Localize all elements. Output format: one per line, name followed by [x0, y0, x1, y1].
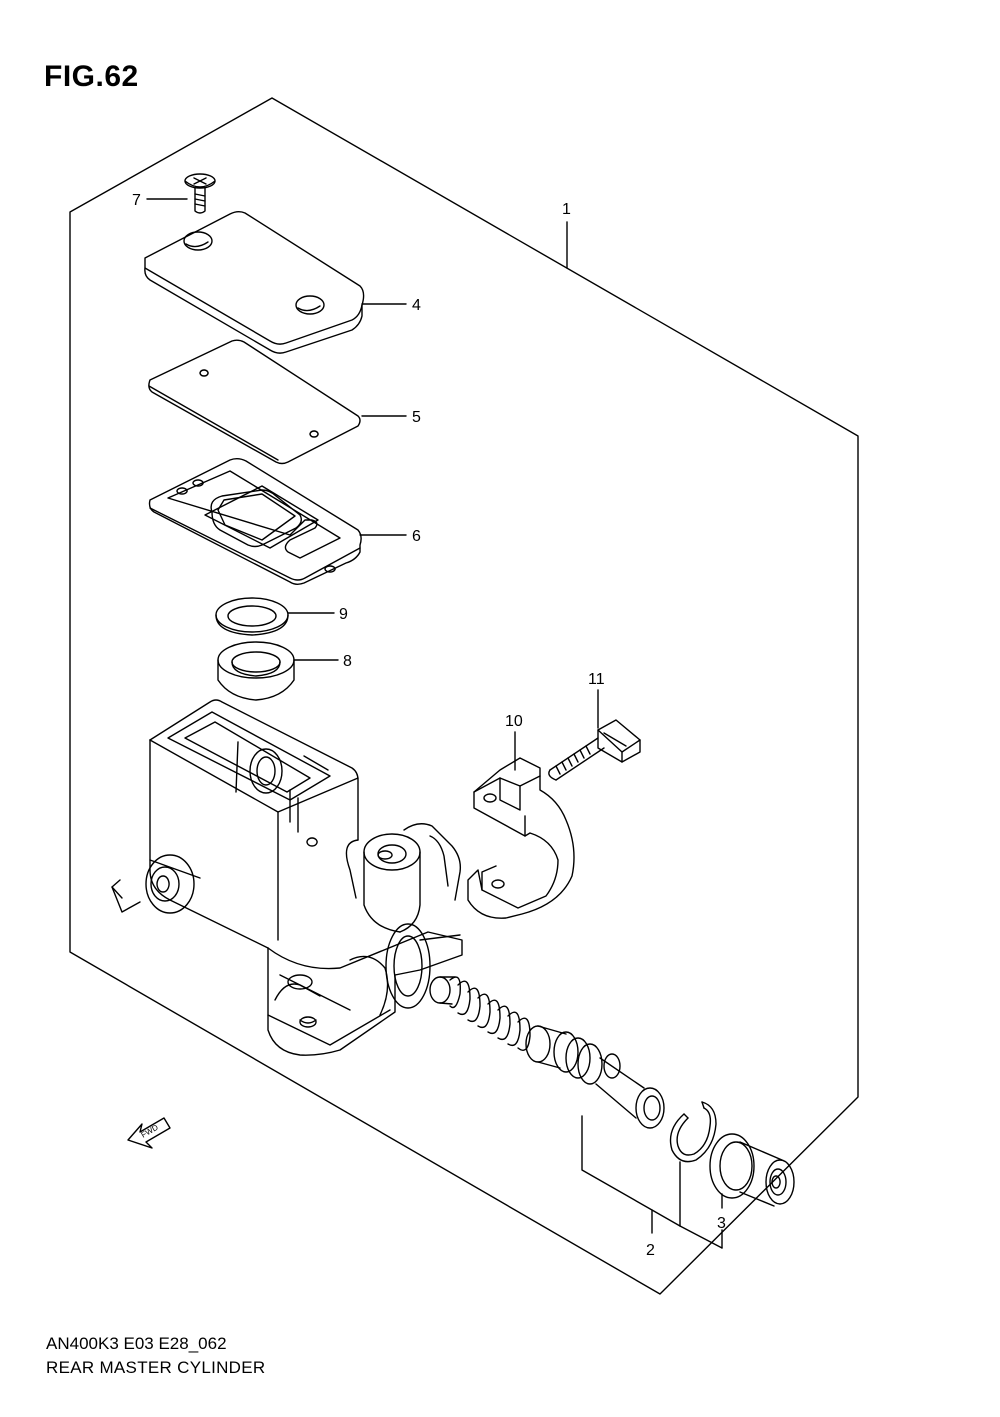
grommet: [217, 641, 295, 701]
callout-1: 1: [562, 201, 571, 218]
piston-assembly: [429, 976, 665, 1129]
diaphragm-plate: [148, 339, 361, 465]
reservoir-cap: [144, 211, 365, 354]
callout-5: 5: [412, 409, 421, 426]
clamp-bolt: [548, 719, 641, 781]
callout-7: 7: [132, 192, 141, 209]
cover-screw: [184, 173, 216, 214]
callout-11: 11: [588, 671, 605, 688]
callout-9: 9: [339, 606, 348, 623]
callout-6: 6: [412, 528, 421, 545]
figure-caption: REAR MASTER CYLINDER: [46, 1358, 266, 1377]
callout-10: 10: [505, 713, 523, 730]
model-code: AN400K3 E03 E28_062: [46, 1334, 227, 1353]
assembly-outline: [69, 97, 859, 1295]
clamp-holder: [467, 757, 575, 919]
figure-title: FIG.62: [44, 60, 139, 93]
master-cylinder-body: [111, 699, 463, 1056]
callout-2: 2: [646, 1242, 655, 1259]
dust-boot: [709, 1133, 795, 1207]
fwd-label: FWD: [140, 1123, 160, 1140]
leader-lines: [146, 198, 723, 1249]
callout-labels: 1 2 3 4 5 6 7 8 9 10 11: [132, 192, 726, 1259]
arrow-fwd-icon: FWD: [127, 1117, 171, 1149]
callout-8: 8: [343, 653, 352, 670]
callout-3: 3: [717, 1215, 726, 1232]
diaphragm: [148, 458, 362, 585]
o-ring: [215, 597, 289, 636]
callout-4: 4: [412, 297, 421, 314]
circlip: [669, 1101, 717, 1163]
